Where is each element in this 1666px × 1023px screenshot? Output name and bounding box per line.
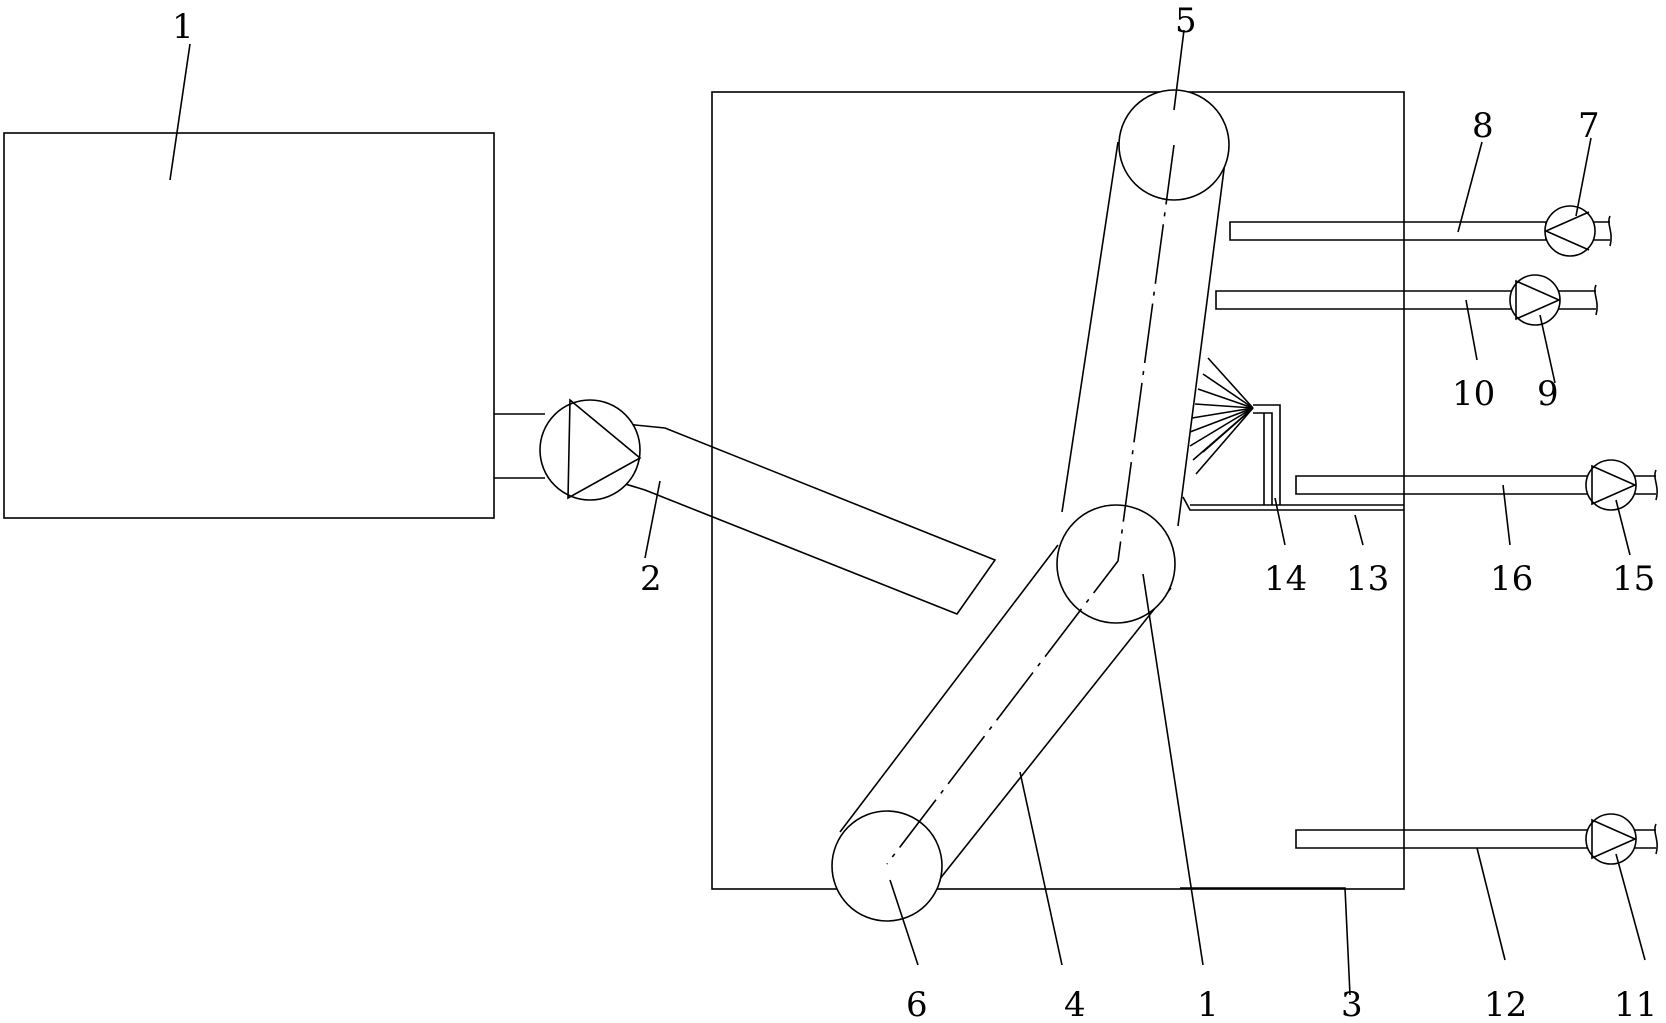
spray-nozzle: [1189, 357, 1254, 475]
label-middle-roller: 1: [1197, 985, 1219, 1023]
label-pump-11: 11: [1614, 985, 1657, 1023]
belt-centerline: [886, 144, 1175, 865]
nozzle-support: [1253, 404, 1281, 505]
label-pump-9: 9: [1537, 374, 1559, 414]
collection-trough: [1182, 496, 1404, 511]
storage-tank: [3, 132, 495, 519]
inlet-pump: [539, 398, 642, 501]
label-bottom-roller: 6: [906, 985, 928, 1023]
label-pump-7: 7: [1578, 106, 1600, 146]
pump-11: [1585, 813, 1637, 865]
label-trough: 13: [1346, 559, 1389, 599]
label-belt: 4: [1064, 985, 1086, 1023]
treatment-chamber: [711, 91, 1405, 890]
pump-15: [1585, 459, 1637, 511]
label-pipe-10: 10: [1452, 374, 1495, 414]
inlet-pipe: [611, 423, 997, 615]
pump-9: [1509, 274, 1561, 326]
pump-7: [1544, 205, 1596, 257]
label-pipe-12: 12: [1484, 985, 1527, 1023]
label-top-roller: 5: [1175, 1, 1197, 41]
leader-lines: [169, 29, 1646, 996]
label-pipe-8: 8: [1472, 106, 1494, 146]
label-pipe-16: 16: [1490, 559, 1533, 599]
label-inlet-pipe: 2: [640, 559, 662, 599]
label-chamber: 3: [1341, 985, 1363, 1023]
label-nozzle-support: 14: [1264, 559, 1307, 599]
conveyor-belt: [839, 141, 1228, 886]
bottom-roller: [831, 810, 943, 922]
tank-outlet-pipe: [494, 413, 545, 479]
label-pump-15: 15: [1612, 559, 1655, 599]
label-tank: 1: [172, 7, 194, 47]
